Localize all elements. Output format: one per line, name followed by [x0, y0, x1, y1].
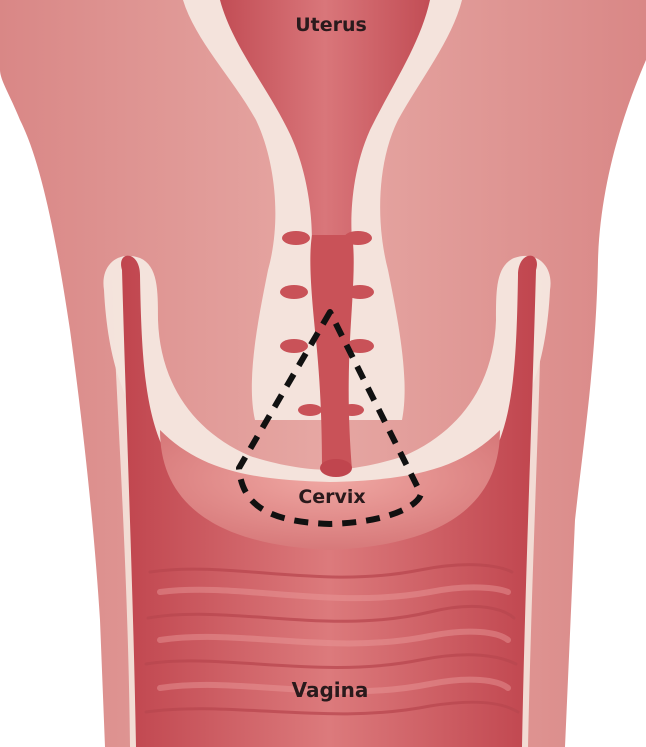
vagina-label: Vagina [292, 678, 369, 702]
cervix-label: Cervix [298, 486, 365, 508]
uterus-label: Uterus [295, 14, 367, 36]
external-os [320, 459, 352, 477]
